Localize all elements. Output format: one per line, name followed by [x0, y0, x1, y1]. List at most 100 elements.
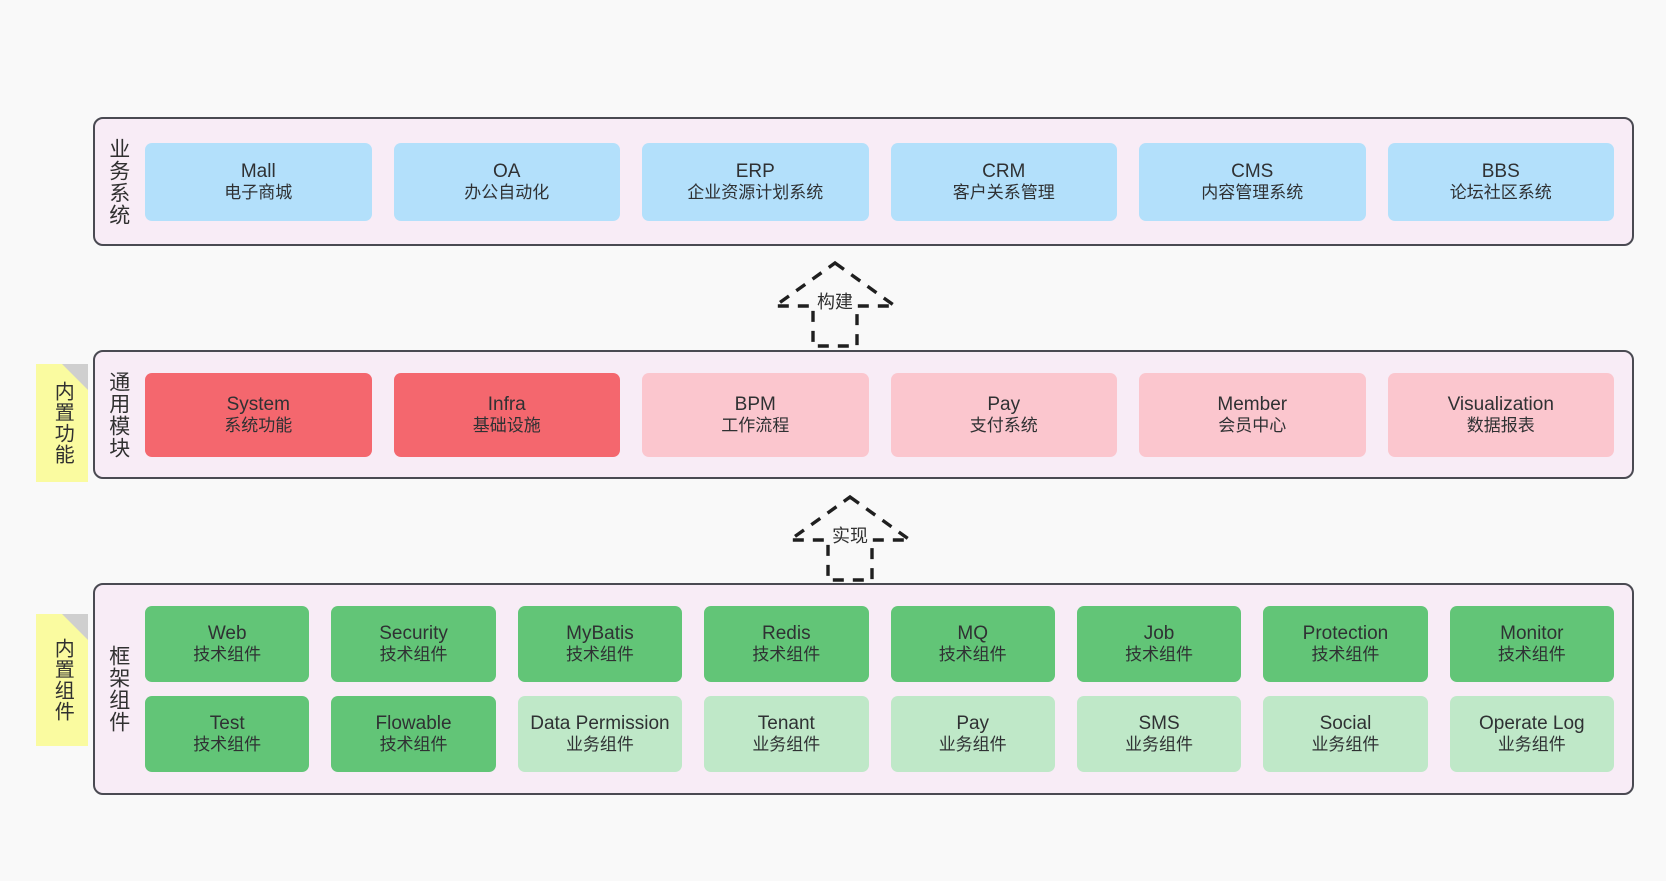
card-social[interactable]: Social 业务组件: [1263, 696, 1428, 772]
generalization-arrow-icon: [769, 260, 901, 348]
sticky-note-builtin-features: 内置功能: [36, 364, 88, 482]
card-pay[interactable]: Pay 支付系统: [890, 372, 1117, 457]
connector-label-implement: 实现: [832, 526, 868, 546]
card-title: Mall: [240, 160, 276, 182]
card-sms[interactable]: SMS 业务组件: [1076, 696, 1242, 772]
card-mall[interactable]: Mall 电子商城: [145, 142, 372, 221]
layer-common-modules: 通用模块 System 系统功能 Infra 基础设施 BPM 工作流程 Pay…: [93, 350, 1634, 479]
card-title: CRM: [982, 160, 1026, 182]
card-subtitle: 技术组件: [379, 735, 448, 755]
card-title: Visualization: [1447, 393, 1554, 415]
card-pay-business[interactable]: Pay 业务组件: [890, 696, 1055, 772]
card-subtitle: 业务组件: [938, 735, 1007, 755]
card-bpm[interactable]: BPM 工作流程: [642, 372, 869, 457]
card-title: OA: [493, 160, 521, 182]
sticky-note-label: 内置功能: [51, 381, 74, 465]
card-test[interactable]: Test 技术组件: [145, 696, 310, 772]
card-title: Infra: [487, 393, 526, 415]
card-subtitle: 支付系统: [969, 415, 1038, 435]
card-security[interactable]: Security 技术组件: [331, 606, 496, 682]
card-subtitle: 技术组件: [379, 645, 448, 665]
card-member[interactable]: Member 会员中心: [1139, 372, 1366, 457]
card-data-permission[interactable]: Data Permission 业务组件: [517, 696, 683, 772]
card-title: Social: [1319, 713, 1372, 735]
card-title: Security: [379, 623, 448, 645]
card-subtitle: 技术组件: [565, 645, 634, 665]
generalization-arrow-icon: [784, 494, 916, 582]
card-title: BBS: [1481, 160, 1520, 182]
card-subtitle: 业务组件: [1125, 735, 1194, 755]
card-title: Test: [209, 713, 245, 735]
card-subtitle: 会员中心: [1218, 415, 1287, 435]
connector-label-build: 构建: [817, 292, 853, 312]
card-title: Pay: [987, 393, 1021, 415]
card-subtitle: 业务组件: [565, 735, 634, 755]
layer-title-framework-components: 框架组件: [106, 645, 130, 733]
card-cms[interactable]: CMS 内容管理系统: [1139, 142, 1366, 221]
card-subtitle: 业务组件: [752, 735, 821, 755]
card-title: ERP: [735, 160, 775, 182]
card-title: MQ: [957, 623, 988, 645]
card-subtitle: 系统功能: [224, 415, 293, 435]
layer-title-common-modules: 通用模块: [106, 370, 130, 459]
card-subtitle: 技术组件: [752, 645, 821, 665]
card-subtitle: 技术组件: [1311, 645, 1380, 665]
card-infra[interactable]: Infra 基础设施: [393, 372, 620, 457]
layer-body-business-systems: Mall 电子商城 OA 办公自动化 ERP 企业资源计划系统 CRM 客户关系…: [141, 119, 1632, 244]
card-subtitle: 数据报表: [1466, 415, 1535, 435]
layer-business-systems: 业务系统 Mall 电子商城 OA 办公自动化 ERP 企业资源计划系统 CRM…: [93, 117, 1634, 246]
card-mybatis[interactable]: MyBatis 技术组件: [517, 606, 683, 682]
card-row: Test 技术组件 Flowable 技术组件 Data Permission …: [145, 696, 1614, 772]
card-subtitle: 技术组件: [1125, 645, 1194, 665]
card-monitor[interactable]: Monitor 技术组件: [1449, 606, 1614, 682]
card-row: System 系统功能 Infra 基础设施 BPM 工作流程 Pay 支付系统…: [145, 372, 1614, 457]
card-protection[interactable]: Protection 技术组件: [1263, 606, 1428, 682]
sticky-note-builtin-components: 内置组件: [36, 614, 88, 746]
card-bbs[interactable]: BBS 论坛社区系统: [1387, 142, 1614, 221]
connector-implement: 实现: [770, 492, 930, 584]
card-subtitle: 技术组件: [193, 735, 262, 755]
card-title: Tenant: [757, 713, 815, 735]
card-subtitle: 电子商城: [224, 182, 293, 202]
layer-body-framework-components: Web 技术组件 Security 技术组件 MyBatis 技术组件 Redi…: [141, 585, 1632, 793]
card-title: Flowable: [375, 713, 452, 735]
card-title: Member: [1217, 393, 1288, 415]
card-title: Protection: [1302, 623, 1389, 645]
card-subtitle: 办公自动化: [464, 182, 550, 202]
card-operate-log[interactable]: Operate Log 业务组件: [1449, 696, 1614, 772]
card-visualization[interactable]: Visualization 数据报表: [1387, 372, 1614, 457]
layer-body-common-modules: System 系统功能 Infra 基础设施 BPM 工作流程 Pay 支付系统…: [141, 352, 1632, 477]
card-tenant[interactable]: Tenant 业务组件: [704, 696, 869, 772]
card-title: Operate Log: [1478, 713, 1585, 735]
card-subtitle: 企业资源计划系统: [687, 182, 824, 202]
card-system[interactable]: System 系统功能: [145, 372, 372, 457]
card-title: SMS: [1138, 713, 1180, 735]
card-title: System: [226, 393, 290, 415]
card-subtitle: 工作流程: [721, 415, 790, 435]
layer-title-business-systems: 业务系统: [106, 137, 130, 226]
card-title: Web: [207, 623, 247, 645]
card-row: Web 技术组件 Security 技术组件 MyBatis 技术组件 Redi…: [145, 606, 1614, 682]
card-erp[interactable]: ERP 企业资源计划系统: [642, 142, 869, 221]
card-title: Redis: [762, 623, 811, 645]
card-job[interactable]: Job 技术组件: [1076, 606, 1242, 682]
card-title: Monitor: [1500, 623, 1564, 645]
layer-framework-components: 框架组件 Web 技术组件 Security 技术组件 MyBatis 技术组件…: [93, 583, 1634, 795]
card-title: MyBatis: [566, 623, 634, 645]
card-oa[interactable]: OA 办公自动化: [393, 142, 620, 221]
card-crm[interactable]: CRM 客户关系管理: [890, 142, 1117, 221]
card-subtitle: 技术组件: [938, 645, 1007, 665]
card-web[interactable]: Web 技术组件: [145, 606, 310, 682]
connector-build: 构建: [755, 258, 915, 350]
card-subtitle: 内容管理系统: [1201, 182, 1304, 202]
card-subtitle: 论坛社区系统: [1449, 182, 1552, 202]
card-title: Job: [1143, 623, 1175, 645]
card-flowable[interactable]: Flowable 技术组件: [331, 696, 496, 772]
card-redis[interactable]: Redis 技术组件: [704, 606, 869, 682]
card-subtitle: 技术组件: [1497, 645, 1566, 665]
card-subtitle: 技术组件: [193, 645, 262, 665]
card-row: Mall 电子商城 OA 办公自动化 ERP 企业资源计划系统 CRM 客户关系…: [145, 142, 1614, 221]
card-title: CMS: [1231, 160, 1274, 182]
card-mq[interactable]: MQ 技术组件: [890, 606, 1055, 682]
